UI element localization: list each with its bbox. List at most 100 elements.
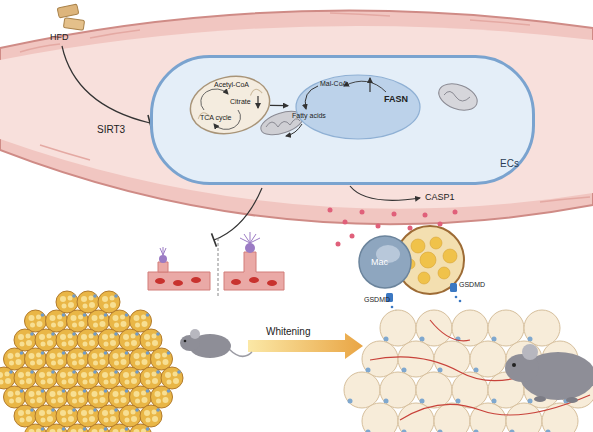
brown-adipocyte xyxy=(30,408,34,412)
mouse-large xyxy=(534,396,546,402)
high-fat-diet-icon xyxy=(57,4,79,18)
brown-adipocyte xyxy=(60,334,66,340)
brown-adipocyte xyxy=(4,386,26,408)
brown-adipocyte xyxy=(177,370,181,374)
brown-adipocyte xyxy=(93,370,97,374)
brown-adipocyte xyxy=(9,399,14,404)
brown-adipocyte xyxy=(79,359,85,365)
white-adipocyte xyxy=(528,337,533,342)
brown-adipocyte xyxy=(121,321,127,327)
brown-adipocyte xyxy=(78,391,83,396)
brown-adipocyte xyxy=(89,378,95,384)
brown-adipocyte xyxy=(83,389,87,393)
brown-adipocyte xyxy=(110,410,115,415)
sprouting-vessel xyxy=(249,277,259,283)
metabolite-label: Mal-CoA xyxy=(320,80,347,87)
brown-adipocyte xyxy=(98,367,120,389)
brown-adipocyte xyxy=(68,296,73,301)
brown-adipocyte xyxy=(71,315,77,321)
brown-adipocyte xyxy=(93,399,98,404)
brown-adipocyte xyxy=(0,372,3,378)
brown-adipocyte xyxy=(25,386,47,408)
white-adipocyte xyxy=(398,341,434,377)
brown-adipocyte xyxy=(50,353,56,359)
brown-adipocyte xyxy=(104,342,109,347)
brown-adipocyte xyxy=(162,353,167,358)
mitochondrion-outline xyxy=(185,69,275,140)
brown-adipocyte xyxy=(60,296,66,302)
brown-adipocyte xyxy=(99,391,104,396)
brown-adipocyte xyxy=(77,367,99,389)
brown-adipocyte xyxy=(4,348,26,370)
brown-adipocyte xyxy=(20,418,25,423)
white-adipocyte xyxy=(546,430,551,432)
brown-adipocyte xyxy=(114,399,119,404)
damaged-mitochondrion xyxy=(266,119,300,127)
sprouting-vessel xyxy=(231,279,241,285)
brown-adipocyte xyxy=(163,359,169,365)
brown-adipocyte xyxy=(4,348,26,370)
brown-adipocyte xyxy=(56,291,78,313)
brown-adipocyte xyxy=(51,399,56,404)
brown-adipocyte xyxy=(67,348,89,370)
brown-adipocyte xyxy=(135,332,139,336)
damaged-mitochondrion xyxy=(435,79,481,115)
brown-adipocyte xyxy=(88,386,110,408)
white-adipocyte xyxy=(488,310,524,346)
brown-adipocyte xyxy=(89,302,95,308)
brown-adipocyte xyxy=(72,332,76,336)
brown-adipocyte xyxy=(114,361,119,366)
white-adipocyte xyxy=(362,341,398,377)
brown-adipocyte xyxy=(35,405,57,427)
brown-adipocyte xyxy=(67,424,89,432)
protein-label: GSDMD xyxy=(459,281,485,288)
brown-adipocyte xyxy=(14,329,36,351)
brown-adipocyte xyxy=(5,378,11,384)
brown-adipocyte xyxy=(173,372,178,377)
brown-adipocyte xyxy=(77,405,99,427)
white-adipocyte xyxy=(362,403,398,432)
brown-adipocyte xyxy=(165,372,171,378)
brown-adipocyte xyxy=(114,323,119,328)
brown-adipocyte xyxy=(88,310,110,332)
brown-adipocyte xyxy=(47,410,52,415)
brown-adipocyte xyxy=(78,315,83,320)
brown-adipocyte xyxy=(125,342,130,347)
brown-adipocyte xyxy=(26,340,32,346)
brown-adipocyte xyxy=(8,391,14,397)
brown-adipocyte xyxy=(110,378,116,384)
brown-adipocyte xyxy=(104,418,109,423)
brown-adipocyte xyxy=(39,372,45,378)
brown-adipocyte xyxy=(20,351,24,355)
brown-adipocyte xyxy=(71,429,77,432)
brown-adipocyte xyxy=(142,359,148,365)
brown-adipocyte xyxy=(144,410,150,416)
brown-adipocyte xyxy=(152,378,158,384)
brown-adipocyte xyxy=(25,386,47,408)
brown-adipocyte xyxy=(146,418,151,423)
brown-adipocyte xyxy=(68,416,74,422)
brown-adipocyte xyxy=(162,391,167,396)
brown-adipocyte xyxy=(35,367,57,389)
brown-adipocyte xyxy=(29,315,35,321)
brown-adipocyte xyxy=(98,405,120,427)
brown-adipocyte xyxy=(68,340,74,346)
brown-adipocyte xyxy=(144,372,150,378)
mitochondrion-outline xyxy=(257,96,258,108)
white-adipocyte xyxy=(420,337,425,342)
brown-adipocyte xyxy=(141,315,146,320)
white-adipocyte xyxy=(434,341,470,377)
brown-adipocyte xyxy=(173,378,179,384)
brown-adipocyte xyxy=(156,370,160,374)
brown-adipocyte xyxy=(114,408,118,412)
brown-adipocyte xyxy=(30,361,35,366)
adipocyte xyxy=(430,237,442,249)
brown-adipocyte xyxy=(123,372,129,378)
adipocyte xyxy=(420,252,436,268)
mouse-small xyxy=(180,329,252,358)
brown-adipocyte xyxy=(123,410,129,416)
brown-adipocyte xyxy=(58,397,64,403)
brown-adipocyte xyxy=(92,315,98,321)
brown-adipocyte xyxy=(71,353,77,359)
cell-type-label: ECs xyxy=(500,159,519,169)
